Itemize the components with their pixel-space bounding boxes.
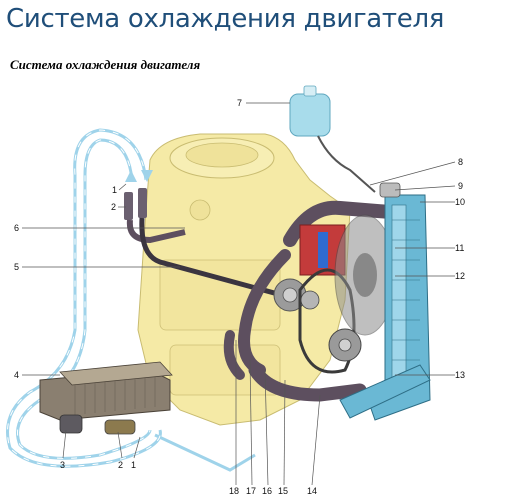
callout-6: 6 xyxy=(14,223,19,233)
heater-core xyxy=(39,361,173,435)
callout-numbers: 1 2 6 5 4 3 2 1 7 8 9 10 11 12 13 18 17 … xyxy=(14,98,465,496)
heater-hoses xyxy=(124,188,301,303)
figure-caption: Система охлаждения двигателя xyxy=(10,57,201,72)
callout-11: 11 xyxy=(455,243,464,253)
callout-16: 16 xyxy=(262,486,272,496)
drive-belt xyxy=(298,268,362,374)
callout-2-top: 2 xyxy=(111,202,116,212)
callout-2-bottom: 2 xyxy=(118,460,123,470)
callout-8: 8 xyxy=(458,157,463,167)
flow-arrow-icons xyxy=(125,170,153,182)
engine-block xyxy=(137,133,351,426)
callout-15: 15 xyxy=(278,486,288,496)
callout-18: 18 xyxy=(229,486,239,496)
callout-10: 10 xyxy=(455,197,465,207)
leader-lines xyxy=(22,102,456,486)
page-title: Система охлаждения двигателя xyxy=(6,4,445,34)
callout-1-top: 1 xyxy=(112,185,117,195)
fan xyxy=(334,214,396,336)
callout-9: 9 xyxy=(458,181,463,191)
callout-7: 7 xyxy=(237,98,242,108)
callout-14: 14 xyxy=(307,486,317,496)
expansion-tank xyxy=(289,85,376,193)
callout-3: 3 xyxy=(60,460,65,470)
callout-5: 5 xyxy=(14,262,19,272)
callout-12: 12 xyxy=(455,271,465,281)
callout-13: 13 xyxy=(455,370,465,380)
callout-4: 4 xyxy=(14,370,19,380)
callout-1-bottom: 1 xyxy=(131,460,136,470)
radiator xyxy=(339,182,431,421)
callout-17: 17 xyxy=(246,486,256,496)
